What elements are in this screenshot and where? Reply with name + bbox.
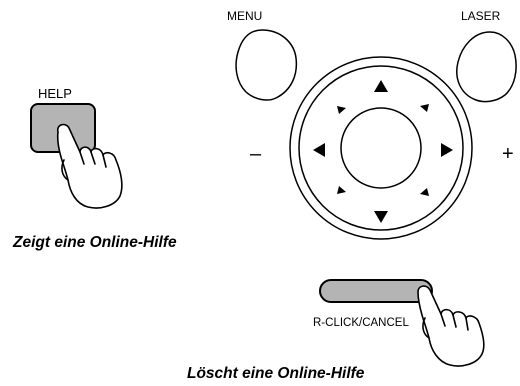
arrow-up-left-icon[interactable]: [337, 106, 346, 114]
plus-label: +: [502, 143, 514, 165]
pointing-hand-icon: [417, 285, 485, 367]
menu-button-label: MENU: [227, 9, 262, 23]
r-click-cancel-button[interactable]: [319, 279, 433, 303]
arrow-left-icon[interactable]: [313, 143, 325, 157]
center-button[interactable]: [340, 107, 422, 189]
menu-button[interactable]: [235, 29, 298, 101]
minus-label: –: [250, 143, 262, 165]
laser-button-label: LASER: [461, 9, 501, 23]
laser-button[interactable]: [456, 31, 517, 103]
r-click-cancel-label: R-CLICK/CANCEL: [313, 317, 409, 329]
arrow-right-icon[interactable]: [441, 143, 453, 157]
help-button-label: HELP: [38, 86, 72, 101]
arrow-down-right-icon[interactable]: [420, 188, 429, 196]
help-caption: Zeigt eine Online-Hilfe: [12, 234, 177, 251]
cancel-caption: Löscht eine Online-Hilfe: [187, 365, 365, 382]
pointing-hand-icon: [56, 123, 123, 209]
arrow-up-right-icon[interactable]: [420, 104, 429, 112]
arrow-down-left-icon[interactable]: [337, 186, 346, 194]
arrow-up-icon[interactable]: [374, 80, 388, 92]
arrow-down-icon[interactable]: [374, 211, 388, 223]
